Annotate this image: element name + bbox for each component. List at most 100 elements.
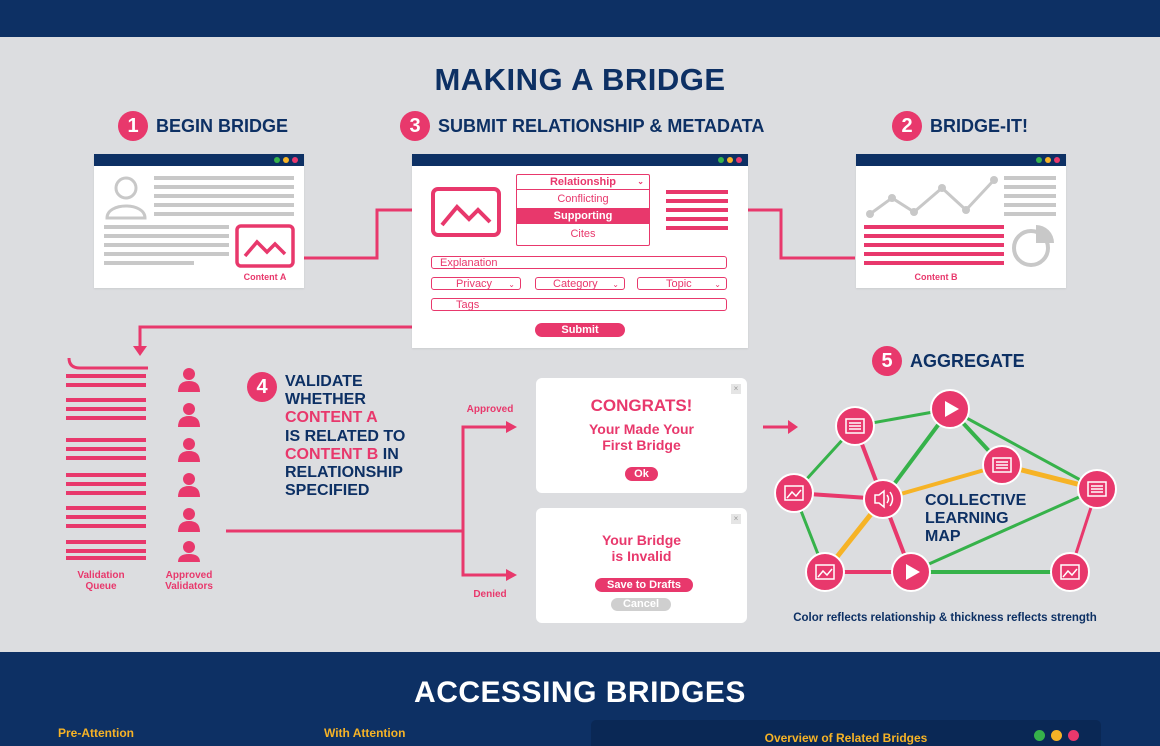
step-3-header: 3 SUBMIT RELATIONSHIP & METADATA [400,111,764,141]
tags-field[interactable]: Tags [431,298,727,311]
relationship-dropdown-label: Relationship [549,176,616,188]
queue-label-line2: Queue [85,581,117,592]
map-title-line2: LEARNING [925,510,1009,527]
relationship-dropdown[interactable]: Relationship ⌄ Conflicting Supporting Ci… [516,174,650,246]
pre-attention-label: Pre-Attention [58,726,134,740]
privacy-select-label: Privacy [456,278,493,290]
invalid-line2: is Invalid [611,548,672,564]
congrats-title: CONGRATS! [590,396,693,415]
map-title-line3: MAP [925,528,961,545]
topic-select[interactable]: Topic ⌄ [637,277,727,290]
step-2-number: 2 [892,111,922,141]
submit-form-window: Relationship ⌄ Conflicting Supporting Ci… [412,154,748,348]
chevron-down-icon: ⌄ [714,280,721,289]
denied-label: Denied [473,589,507,600]
queue-curl-icon [67,358,148,370]
node-audio-1 [863,479,903,519]
option-supporting[interactable]: Supporting [517,208,649,224]
close-icon[interactable]: × [731,514,741,524]
content-b-caption: Content B [914,272,958,282]
edge-15 [909,487,1099,574]
save-to-drafts-button[interactable]: Save to Drafts [595,578,693,592]
image-icon [815,564,835,580]
step-1-number: 1 [118,111,148,141]
form-image-icon [431,187,501,237]
option-conflicting[interactable]: Conflicting [557,193,609,205]
step-1-label: BEGIN BRIDGE [156,115,289,136]
category-select[interactable]: Category ⌄ [535,277,625,290]
submit-button[interactable]: Submit [535,323,625,337]
validate-line7: SPECIFIED [285,482,370,500]
content-a-window: Content A [94,154,304,288]
congrats-dialog: × CONGRATS! Your Made Your First Bridge … [536,378,747,493]
document-icon [992,457,1012,473]
step-5-header: 5 AGGREGATE [872,346,1025,376]
congrats-message: Your Made Your First Bridge [536,421,747,453]
play-icon [906,564,920,580]
validate-line5b: IN [378,445,399,463]
approved-label: Approved [466,404,514,415]
invalid-line1: Your Bridge [601,532,682,548]
validate-line6: RELATIONSHIP [285,464,403,482]
user-avatar-icon [105,176,147,220]
validate-line3: CONTENT A [285,409,378,427]
step-2-header: 2 BRIDGE-IT! [892,111,1028,141]
arrow-form-to-queue [138,325,535,348]
chevron-down-icon: ⌄ [508,280,515,289]
red-dot-icon[interactable] [1068,730,1079,741]
step-3-number: 3 [400,111,430,141]
topic-select-label: Topic [666,278,692,290]
step-4-number: 4 [247,372,277,402]
validation-queue [66,358,148,560]
step-1-header: 1 BEGIN BRIDGE [118,111,288,141]
validation-queue-label: Validation Queue [60,570,142,592]
line-chart-icon [866,176,998,218]
edge-5 [948,407,1099,491]
overview-window: Overview of Related Bridges [591,720,1101,746]
image-icon [1060,564,1080,580]
invalid-message: Your Bridge is Invalid [536,532,747,564]
arrow-b-to-form [740,208,855,260]
pie-chart-icon [1012,225,1054,267]
validator-person-icons [178,368,200,562]
content-a-caption: Content A [243,272,287,282]
validate-line5a: CONTENT B [285,445,379,463]
document-icon [1087,481,1107,497]
with-attention-label: With Attention [324,726,406,740]
step-5-label: AGGREGATE [910,350,1025,371]
arrow-a-to-form [296,208,418,260]
approved-validators-label: Approved Validators [154,570,224,592]
page-title: MAKING A BRIDGE [434,62,726,97]
close-icon[interactable]: × [731,384,741,394]
document-icon [845,418,865,434]
overview-label: Overview of Related Bridges [764,731,928,745]
explanation-field[interactable]: Explanation [431,256,727,269]
speaker-icon [874,489,885,509]
collective-learning-map [774,389,1117,592]
validate-text: VALIDATE WHETHER CONTENT A IS RELATED TO… [285,373,405,500]
option-cites[interactable]: Cites [570,228,596,240]
accessing-title: ACCESSING BRIDGES [414,676,746,709]
green-dot-icon[interactable] [1034,730,1045,741]
congrats-line1: Your Made Your [588,421,694,437]
category-select-label: Category [553,278,598,290]
arrow-approved [226,425,508,533]
queue-label-line1: Validation [77,570,125,581]
approved-validators [176,366,202,562]
window-controls [1034,730,1079,741]
chevron-down-icon: ⌄ [612,280,619,289]
arrow-denied [461,531,508,577]
cancel-button[interactable]: Cancel [611,598,671,611]
content-b-window: Content B [856,154,1066,288]
play-icon [945,401,959,417]
chevron-down-icon: ⌄ [637,177,644,186]
yellow-dot-icon[interactable] [1051,730,1062,741]
validators-label-line2: Validators [165,581,213,592]
invalid-dialog: × Your Bridge is Invalid Save to Drafts … [536,508,747,623]
edge-9 [881,463,1004,501]
map-caption: Color reflects relationship & thickness … [793,612,1097,624]
privacy-select[interactable]: Privacy ⌄ [431,277,521,290]
image-icon [784,485,804,501]
ok-button[interactable]: Ok [625,467,658,481]
